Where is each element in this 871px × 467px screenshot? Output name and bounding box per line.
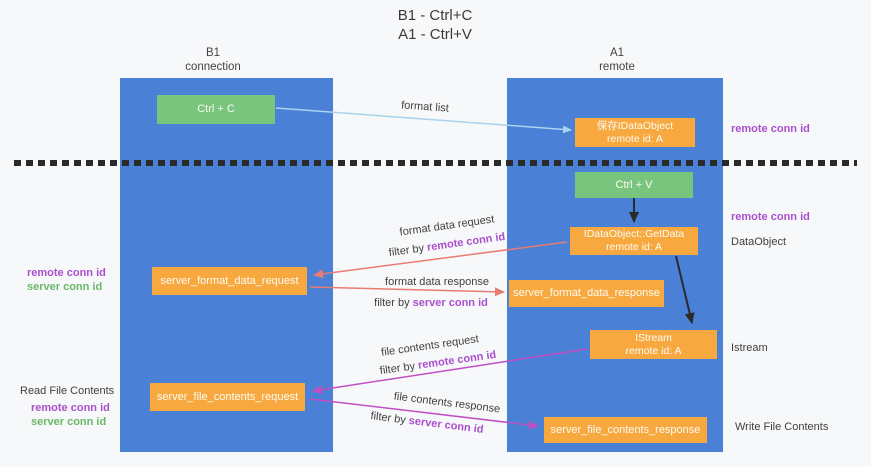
left-column-header: B1 connection xyxy=(153,46,273,74)
server-conn-id-text: server conn id xyxy=(412,297,488,309)
left-remote-conn-id-top: remote conn id xyxy=(27,267,106,279)
server-file-contents-response-box: server_file_contents_response xyxy=(544,417,707,443)
left-server-conn-id-top: server conn id xyxy=(27,281,103,293)
ctrl-v-box: Ctrl + V xyxy=(575,172,693,198)
right-column-name: A1 xyxy=(609,47,625,59)
remote-conn-id-text: remote conn id xyxy=(426,230,506,254)
remote-conn-id-text: remote conn id xyxy=(417,348,497,372)
server-format-data-response-label: server_format_data_response xyxy=(513,287,660,299)
server-format-data-request-box: server_format_data_request xyxy=(152,267,307,295)
diagram-title: B1 - Ctrl+C A1 - Ctrl+V xyxy=(320,6,550,44)
saved-dataobject-line2: remote id: A xyxy=(606,132,664,145)
right-remote-conn-id-top: remote conn id xyxy=(731,123,810,135)
filter-by-text: filter by xyxy=(369,410,407,427)
getdata-line2: remote id: A xyxy=(605,241,663,253)
istream-side-label: Istream xyxy=(731,342,768,354)
ctrl-c-label: Ctrl + C xyxy=(197,103,235,115)
filter-by-server-conn-id-label-1: filter by server conn id xyxy=(374,297,488,309)
server-conn-id-text: server conn id xyxy=(408,414,485,436)
ctrl-v-label: Ctrl + V xyxy=(615,178,653,191)
left-column-name: B1 xyxy=(205,47,221,59)
istream-box: IStream remote id: A xyxy=(590,330,717,359)
filter-by-text: filter by xyxy=(374,297,410,309)
right-remote-conn-id-mid: remote conn id xyxy=(731,211,810,223)
filter-by-server-conn-id-label-2: filter by server conn id xyxy=(370,410,484,436)
right-column-subtitle: remote xyxy=(599,61,635,73)
server-format-data-response-box: server_format_data_response xyxy=(509,280,664,307)
left-remote-conn-id-bottom: remote conn id xyxy=(31,402,110,414)
ctrl-c-box: Ctrl + C xyxy=(157,95,275,124)
format-data-response-label: format data response xyxy=(385,276,489,288)
istream-line1: IStream xyxy=(635,331,672,344)
title-line-2: A1 - Ctrl+V xyxy=(398,26,472,43)
title-line-1: B1 - Ctrl+C xyxy=(397,7,473,24)
server-file-contents-request-label: server_file_contents_request xyxy=(156,390,299,403)
file-contents-response-label: file contents response xyxy=(393,390,501,416)
left-column-subtitle: connection xyxy=(185,61,241,73)
write-file-contents-label: Write File Contents xyxy=(735,421,829,433)
format-list-label: format list xyxy=(400,99,450,115)
saved-dataobject-line1: 保存IDataObject xyxy=(596,119,674,132)
idataobject-getdata-box: IDataObject::GetData remote id: A xyxy=(570,227,698,255)
getdata-line1: IDataObject::GetData xyxy=(583,228,685,240)
server-file-contents-request-box: server_file_contents_request xyxy=(150,383,305,411)
server-format-data-request-label: server_format_data_request xyxy=(160,274,299,287)
left-server-conn-id-bottom: server conn id xyxy=(31,416,107,428)
read-file-contents-label: Read File Contents xyxy=(20,385,115,397)
right-column-header: A1 remote xyxy=(557,46,677,74)
istream-line2: remote id: A xyxy=(625,344,682,357)
filter-by-text: filter by xyxy=(388,242,425,260)
filter-by-text: filter by xyxy=(379,360,416,378)
server-file-contents-response-label: server_file_contents_response xyxy=(550,423,701,436)
dataobject-label: DataObject xyxy=(731,236,787,248)
saved-dataobject-box: 保存IDataObject remote id: A xyxy=(575,118,695,147)
session-separator-dashed-line xyxy=(14,160,857,166)
